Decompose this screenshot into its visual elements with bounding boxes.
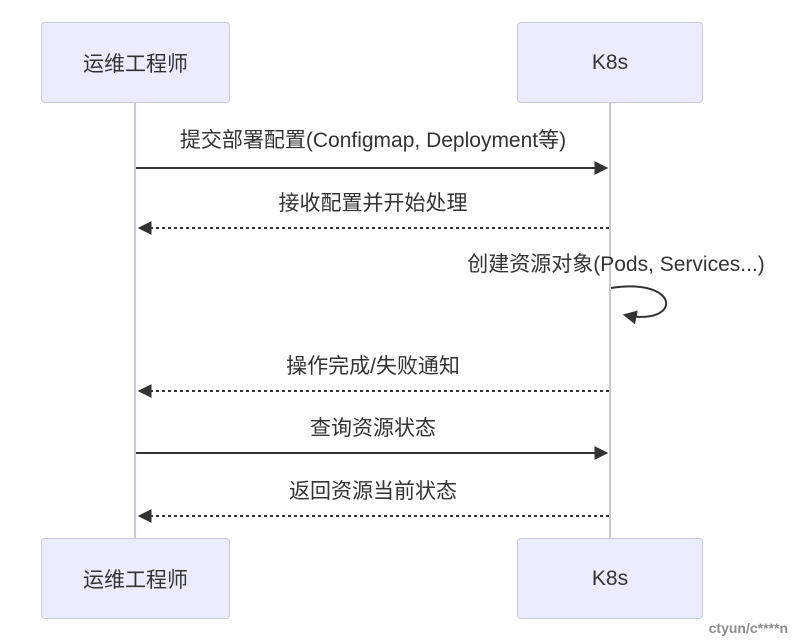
lifeline-k8s <box>609 103 611 538</box>
arrow-msg3-self-loop <box>610 285 667 325</box>
actor-label-k8s: K8s <box>591 50 629 74</box>
message-label-1: 提交部署配置(Configmap, Deployment等) <box>179 129 567 152</box>
message-label-3: 创建资源对象(Pods, Services...) <box>467 253 765 276</box>
actor-label-ops: 运维工程师 <box>83 568 188 592</box>
message-label-5: 查询资源状态 <box>310 417 436 440</box>
actor-label-ops: 运维工程师 <box>83 52 188 76</box>
message-label-2: 接收配置并开始处理 <box>278 192 468 215</box>
actor-box-ops-bottom: 运维工程师 <box>41 538 230 619</box>
actor-box-k8s-bottom: K8s <box>517 538 703 619</box>
actor-label-k8s: K8s <box>591 566 629 590</box>
watermark-text: ctyun/c****n <box>708 620 788 636</box>
message-label-4: 操作完成/失败通知 <box>286 355 460 378</box>
actor-box-ops-top: 运维工程师 <box>41 22 230 103</box>
message-label-6: 返回资源当前状态 <box>289 480 457 503</box>
actor-box-k8s-top: K8s <box>517 22 703 103</box>
lifeline-ops <box>134 103 136 538</box>
